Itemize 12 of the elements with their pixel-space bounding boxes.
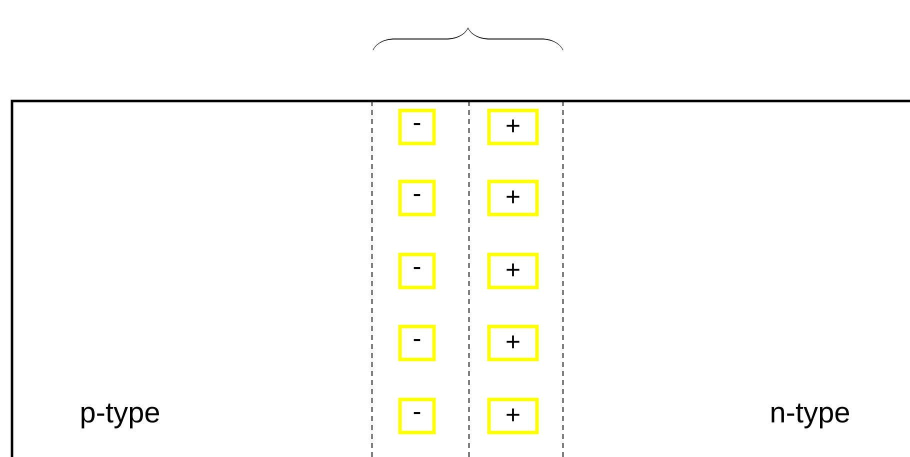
region-label: n-type (772, 404, 849, 428)
positive-charge-box: + (487, 108, 539, 146)
positive-charge-box: + (487, 324, 539, 362)
negative-charge-box: - (398, 252, 436, 290)
negative-charge-box: - (398, 398, 436, 434)
positive-charge-box: + (487, 252, 539, 290)
negative-charge-box: - (398, 180, 436, 216)
positive-charge-box: + (487, 398, 539, 434)
positive-charge-box: + (487, 180, 539, 216)
region-label: p-type (82, 404, 160, 428)
negative-charge-box: - (398, 324, 436, 362)
negative-charge-box: - (398, 108, 436, 146)
